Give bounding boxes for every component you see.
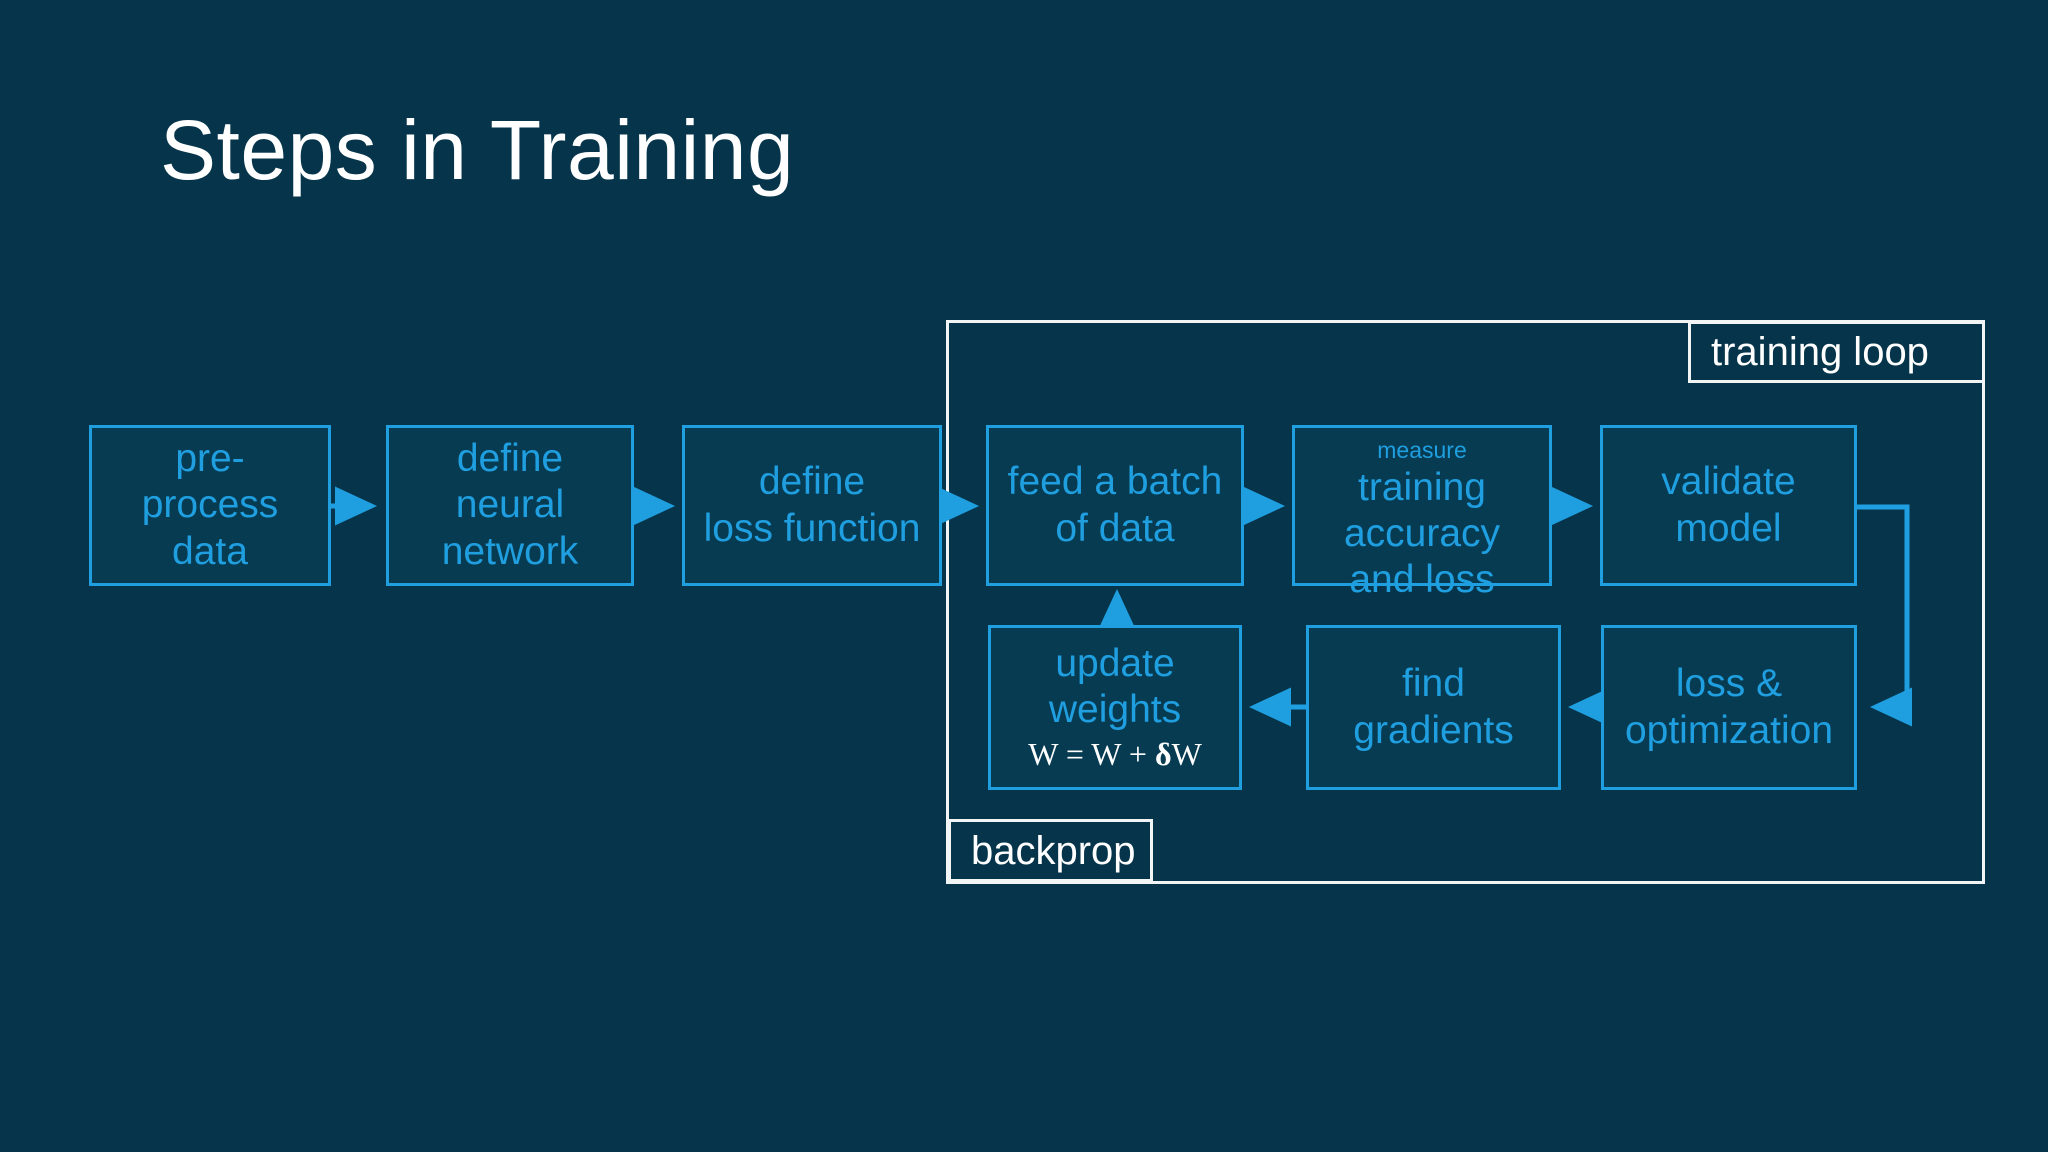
node-line: accuracy (1343, 512, 1501, 556)
node-line: weights (1048, 688, 1182, 732)
node-line: neural (455, 483, 565, 527)
formula-delta-symbol: δ (1154, 736, 1172, 773)
formula-suffix: W (1171, 736, 1202, 773)
node-preprocess-data[interactable]: pre- process data (89, 425, 331, 586)
node-line: define (758, 460, 866, 504)
node-line: update (1055, 642, 1175, 686)
node-line: training (1358, 466, 1486, 510)
weight-update-formula: W = W + δW (1028, 735, 1202, 773)
node-line: optimization (1624, 708, 1834, 752)
node-sublabel-measure: measure (1377, 437, 1467, 463)
training-loop-label: training loop (1688, 321, 1985, 383)
training-loop-group-frame (946, 320, 1985, 884)
node-measure-training-accuracy-and-loss[interactable]: measure training accuracy and loss (1292, 425, 1552, 601)
node-validate-model[interactable]: validate model (1600, 425, 1857, 586)
node-find-gradients[interactable]: find gradients (1306, 625, 1561, 790)
node-line: feed a batch (1007, 460, 1223, 504)
node-loss-and-optimization[interactable]: loss & optimization (1601, 625, 1857, 790)
node-line: pre- (175, 437, 245, 481)
node-update-weights[interactable]: update weights W = W + δW (988, 625, 1242, 790)
node-define-neural-network[interactable]: define neural network (386, 425, 634, 586)
node-line: and loss (1349, 558, 1495, 602)
node-line: loss function (703, 506, 921, 550)
node-line: loss & (1675, 662, 1783, 706)
node-line: model (1675, 506, 1782, 550)
node-feed-a-batch-of-data[interactable]: feed a batch of data (986, 425, 1244, 586)
node-line: data (172, 529, 248, 573)
node-define-loss-function[interactable]: define loss function (682, 425, 942, 586)
node-line: of data (1055, 506, 1175, 550)
backprop-label: backprop (948, 819, 1153, 882)
node-line: process (141, 483, 279, 527)
node-line: define (456, 437, 564, 481)
node-line: network (441, 529, 579, 573)
node-line: find (1402, 662, 1465, 706)
formula-prefix: W = W + (1028, 736, 1155, 773)
connector-validate-to-loss-optim (1857, 504, 1913, 727)
node-line: validate (1661, 460, 1796, 504)
page-title: Steps in Training (160, 103, 795, 197)
node-line: gradients (1353, 708, 1514, 752)
